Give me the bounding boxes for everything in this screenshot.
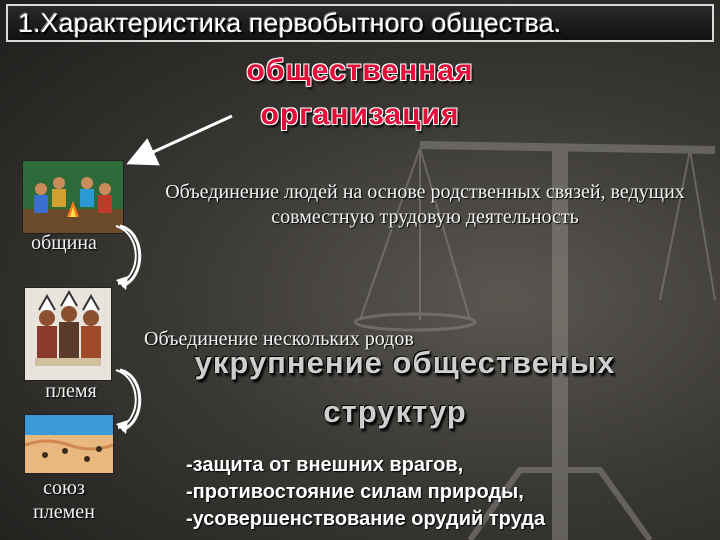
title-bar: 1.Характеристика первобытного общества.: [6, 4, 714, 42]
community-fire-picture: [22, 160, 124, 234]
bullet-item: -противостояние силам природы,: [186, 481, 524, 503]
tribe-definition: Объединение нескольких родов: [144, 328, 414, 350]
slide-title: 1.Характеристика первобытного общества.: [18, 7, 562, 38]
community-label: община: [31, 232, 97, 254]
curved-arrow-icon: [115, 224, 142, 290]
tribal-union-picture: [24, 414, 114, 474]
bullet-item: -защита от внешних врагов,: [186, 454, 464, 476]
bullet-item: -усовершенствование орудий труда: [186, 508, 546, 530]
subheading-line-1: укрупнение общественых: [194, 345, 616, 380]
tribe-picture: [24, 287, 112, 381]
tribal-union-label-line1: союз: [43, 477, 85, 499]
bullet-list: -защита от внешних врагов, -противостоян…: [186, 452, 545, 533]
tribal-union-label: союз племен: [18, 476, 110, 524]
community-definition: Объединение людей на основе родственных …: [165, 181, 685, 228]
heading-line-1: общественная: [246, 54, 474, 87]
tribal-union-label-line2: племен: [33, 501, 95, 523]
subheading-line-2: структур: [323, 394, 467, 429]
heading-line-2: организация: [260, 98, 460, 131]
curved-arrow-icon: [115, 368, 142, 434]
tribe-label: племя: [45, 380, 97, 402]
